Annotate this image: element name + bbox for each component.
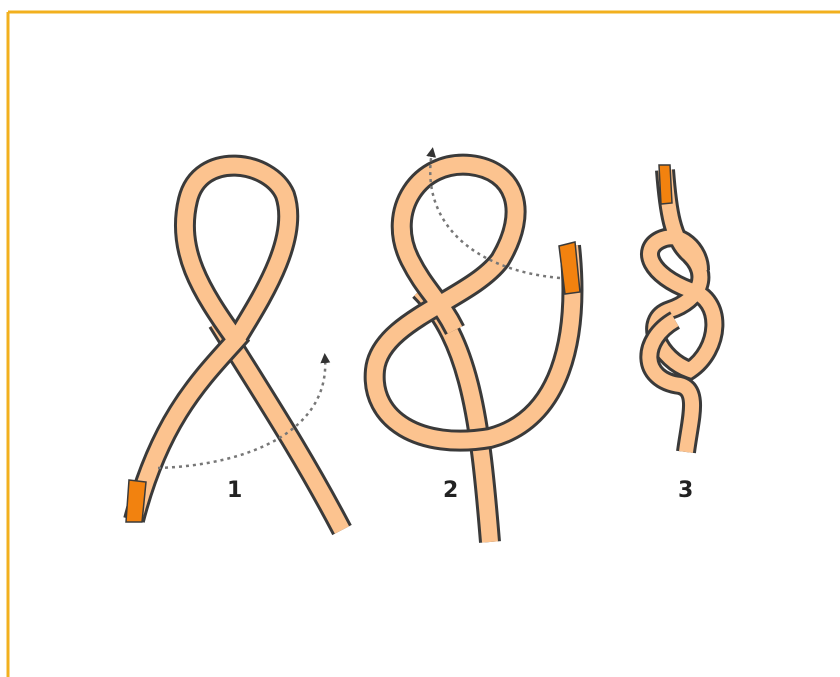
- step-3-rope: [649, 165, 714, 452]
- step-1-rope-end: [126, 480, 146, 522]
- step-3-rope-end: [659, 165, 672, 204]
- step-2-rope: [375, 165, 580, 542]
- step-1-rope: [126, 166, 342, 530]
- step-2-label: 2: [443, 478, 458, 503]
- step-3-label: 3: [678, 478, 693, 503]
- step-1-label: 1: [227, 478, 242, 503]
